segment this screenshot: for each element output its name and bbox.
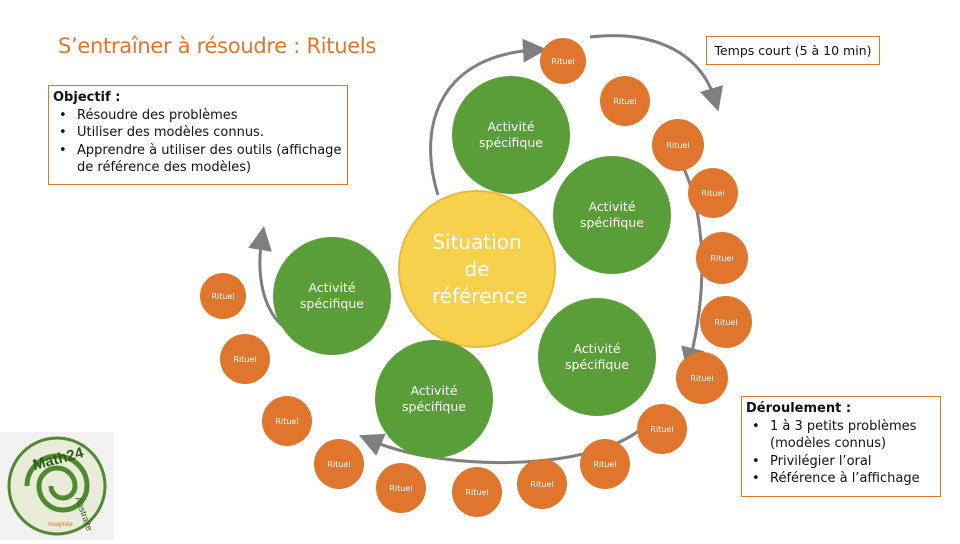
ritual-circle: Rituel <box>540 38 586 84</box>
activity-label: Activité spécifique <box>402 383 466 414</box>
activity-circle: Activité spécifique <box>452 76 570 194</box>
deroulement-item: Référence à l’affichage <box>746 470 936 488</box>
ritual-circle: Rituel <box>517 459 567 509</box>
ritual-circle: Rituel <box>688 168 738 218</box>
activity-circle: Activité spécifique <box>375 340 493 458</box>
deroulement-heading: Déroulement : <box>746 401 852 416</box>
math24-logo: Math24 Abstraite Imaginée <box>0 432 114 540</box>
deroulement-item: 1 à 3 petits problèmes (modèles connus) <box>746 418 936 453</box>
activity-circle: Activité spécifique <box>273 237 391 355</box>
page-title: S’entraîner à résoudre : Rituels <box>58 34 376 58</box>
ritual-circle: Rituel <box>637 404 687 454</box>
objectif-item: Apprendre à utiliser des outils (afficha… <box>53 142 343 177</box>
ritual-circle: Rituel <box>220 334 270 384</box>
ritual-circle: Rituel <box>376 463 426 513</box>
arrow-bottom <box>359 419 652 465</box>
ritual-circle: Rituel <box>452 467 502 517</box>
situation-reference-circle: Situation de référence <box>398 190 556 348</box>
deroulement-item: Privilégier l’oral <box>746 453 936 471</box>
situation-reference-label: Situation de référence <box>432 229 528 308</box>
arrow-top-right <box>589 34 724 112</box>
ritual-circle: Rituel <box>262 396 312 446</box>
ritual-circle: Rituel <box>600 76 650 126</box>
ritual-circle: Rituel <box>696 232 748 284</box>
ritual-circle: Rituel <box>700 296 752 348</box>
activity-circle: Activité spécifique <box>538 298 656 416</box>
ritual-circle: Rituel <box>676 352 728 404</box>
page-title-main: S’entraîner à résoudre : <box>58 34 307 58</box>
time-box: Temps court (5 à 10 min) <box>706 36 880 65</box>
ritual-circle: Rituel <box>314 439 364 489</box>
objectif-item: Résoudre des problèmes <box>53 107 343 125</box>
ritual-circle: Rituel <box>200 273 246 319</box>
activity-label: Activité spécifique <box>479 119 543 150</box>
activity-label: Activité spécifique <box>565 341 629 372</box>
svg-text:Imaginée: Imaginée <box>48 522 73 528</box>
page-title-sub: Rituels <box>306 34 377 58</box>
ritual-circle: Rituel <box>580 439 630 489</box>
arrow-top-left <box>429 38 547 196</box>
ritual-circle: Rituel <box>652 119 704 171</box>
objectif-list: Résoudre des problèmes Utiliser des modè… <box>53 107 343 177</box>
deroulement-list: 1 à 3 petits problèmes (modèles connus) … <box>746 418 936 488</box>
objectif-box: Objectif : Résoudre des problèmes Utilis… <box>48 85 348 185</box>
objectif-item: Utiliser des modèles connus. <box>53 124 343 142</box>
activity-circle: Activité spécifique <box>553 156 671 274</box>
activity-label: Activité spécifique <box>300 280 364 311</box>
activity-label: Activité spécifique <box>580 199 644 230</box>
deroulement-box: Déroulement : 1 à 3 petits problèmes (mo… <box>741 396 941 497</box>
objectif-heading: Objectif : <box>53 90 121 105</box>
